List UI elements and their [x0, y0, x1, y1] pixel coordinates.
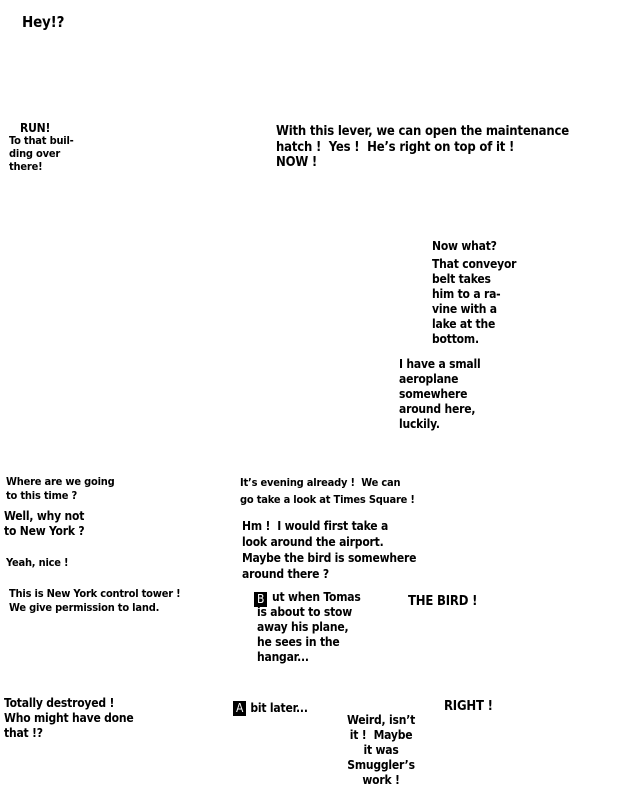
caption-right: RIGHT !	[444, 699, 493, 714]
caption-the-bird: THE BIRD !	[408, 594, 478, 609]
drop-cap-b: B	[254, 592, 268, 607]
caption-aeroplane: I have a small aeroplane somewhere aroun…	[399, 357, 481, 431]
caption-where-going: Where are we going to this time ?	[6, 475, 115, 502]
caption-yeah-nice: Yeah, nice !	[6, 556, 69, 569]
caption-airport: Hm ! I would first take a look around th…	[242, 519, 417, 581]
caption-control-tower: This is New York control tower ! We give…	[9, 587, 181, 614]
caption-destroyed: Totally destroyed ! Who might have done …	[4, 696, 134, 740]
drop-cap-a: A	[233, 701, 247, 716]
caption-run: RUN!	[20, 121, 51, 135]
caption-building: To that buil- ding over there!	[9, 134, 74, 174]
caption-conveyor: That conveyor belt takes him to a ra- vi…	[432, 257, 517, 346]
caption-now-what: Now what?	[432, 239, 497, 253]
caption-lever: With this lever, we can open the mainten…	[276, 124, 569, 171]
caption-hey: Hey!?	[22, 13, 65, 31]
caption-tomas: ut when Tomas is about to stow away his …	[257, 590, 361, 664]
caption-later: bit later...	[250, 701, 308, 715]
caption-evening: It’s evening already ! We can go take a …	[240, 476, 415, 506]
caption-new-york: Well, why not to New York ?	[4, 509, 85, 538]
caption-weird: Weird, isn’t it ! Maybe it was Smuggler’…	[347, 713, 416, 787]
